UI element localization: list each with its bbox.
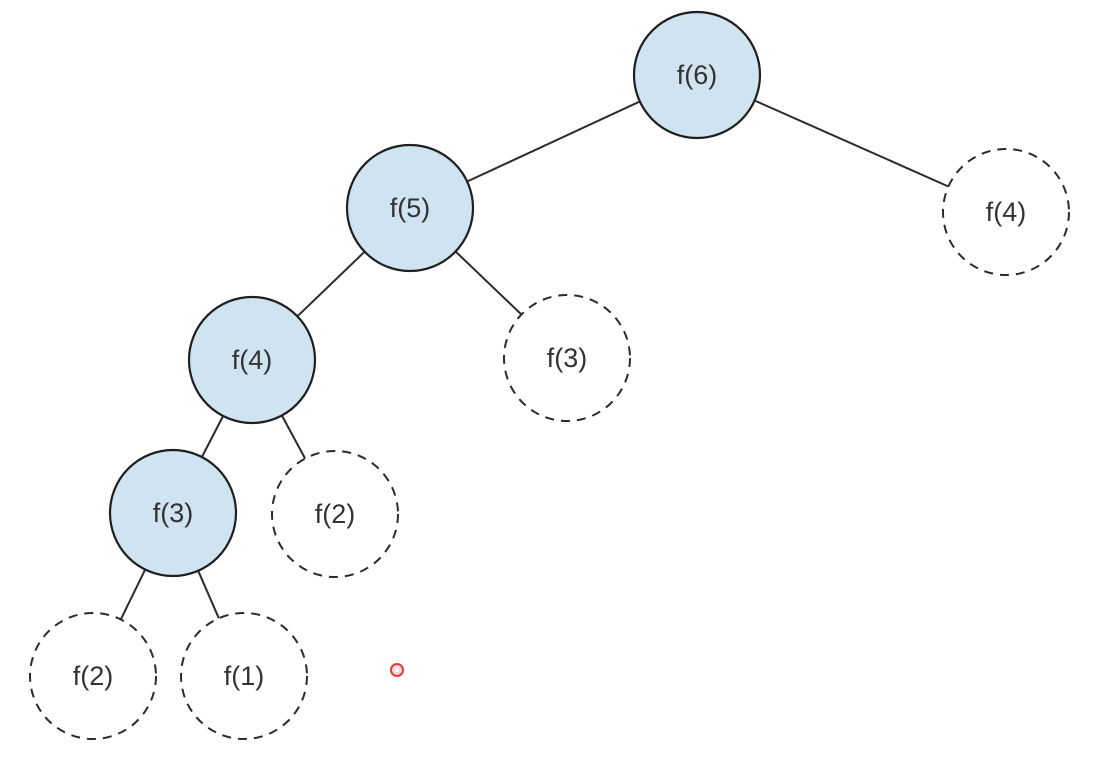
- node-circle: [108, 448, 238, 578]
- tree-node-pruned: f(4): [942, 148, 1070, 276]
- tree-edge: [197, 570, 220, 619]
- node-label: f(4): [232, 345, 273, 375]
- node-circle: [503, 294, 631, 422]
- tree-node-pruned: f(3): [503, 294, 631, 422]
- node-circle: [632, 10, 762, 140]
- node-label: f(5): [390, 193, 431, 223]
- tree-edge: [466, 100, 641, 183]
- node-circle: [29, 612, 157, 740]
- node-circle: [942, 148, 1070, 276]
- node-label: f(3): [547, 343, 588, 373]
- node-label: f(2): [73, 661, 114, 691]
- node-circle: [180, 612, 308, 740]
- tree-node-computed: f(3): [108, 448, 238, 578]
- tree-node-pruned: f(1): [180, 612, 308, 740]
- tree-edge: [296, 250, 366, 318]
- mouse-cursor-indicator: [390, 663, 404, 677]
- nodes-layer: f(6) f(5) f(4) f(4) f(3) f(3) f(2) f(2) f(1): [29, 10, 1070, 740]
- tree-node-computed: f(6): [632, 10, 762, 140]
- node-label: f(2): [315, 499, 356, 529]
- node-label: f(1): [224, 661, 265, 691]
- tree-edge: [281, 415, 306, 459]
- node-label: f(4): [986, 197, 1027, 227]
- tree-edge: [201, 415, 224, 458]
- node-circle: [271, 450, 399, 578]
- tree-edge: [119, 569, 147, 620]
- tree-node-pruned: f(2): [29, 612, 157, 740]
- node-circle: [345, 143, 475, 273]
- tree-node-pruned: f(2): [271, 450, 399, 578]
- tree-node-computed: f(5): [345, 143, 475, 273]
- tree-node-computed: f(4): [187, 295, 317, 425]
- node-circle: [187, 295, 317, 425]
- tree-edge: [454, 250, 523, 316]
- node-label: f(3): [153, 498, 194, 528]
- edges-layer: [119, 99, 949, 620]
- tree-edge: [754, 99, 949, 188]
- node-label: f(6): [677, 60, 718, 90]
